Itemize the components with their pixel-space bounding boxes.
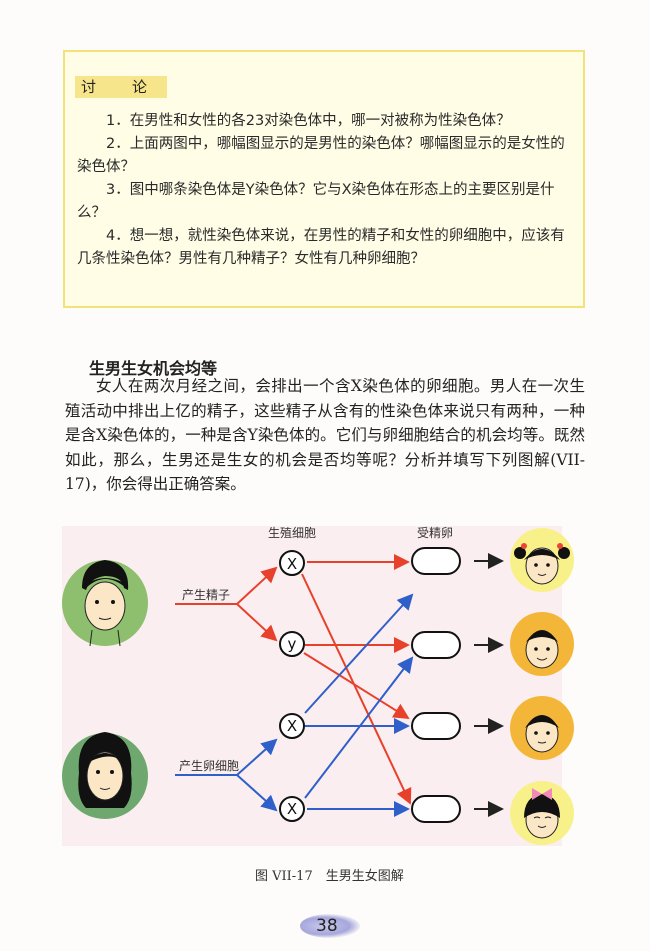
girl-pigtails-icon [510, 528, 574, 592]
body-paragraph: 女人在两次月经之间，会排出一个含X染色体的卵细胞。男人在一次生殖活动中排出上亿的… [65, 377, 585, 494]
body-text: 女人在两次月经之间，会排出一个含X染色体的卵细胞。男人在一次生殖活动中排出上亿的… [65, 374, 585, 497]
diagram-graphics: X y X X [62, 526, 574, 846]
sex-determination-diagram: X y X X [62, 518, 622, 863]
zygote-label: 受精卵 [417, 526, 454, 540]
boy-face-icon-2 [510, 696, 574, 760]
figure-caption: 图 VII-17 生男生女图解 [255, 869, 404, 884]
section-heading: 生男生女机会均等 [89, 359, 218, 378]
question-1: 1．在男性和女性的各23对染色体中，哪一对被称为性染色体？ [106, 113, 511, 129]
egg-label: 产生卵细胞 [179, 759, 240, 773]
germ-cell-y: y [288, 635, 297, 653]
page-number: 38 [300, 908, 360, 942]
question-list: 1．在男性和女性的各23对染色体中，哪一对被称为性染色体？ 2．上面两图中，哪幅… [77, 110, 573, 271]
question-2: 2．上面两图中，哪幅图显示的是男性的染色体？哪幅图显示的是女性的染色体？ [77, 136, 565, 175]
mother-face-icon [62, 732, 148, 819]
question-3: 3．图中哪条染色体是Y染色体？它与X染色体在形态上的主要区别是什么？ [77, 182, 555, 221]
discussion-box: 讨论 1．在男性和女性的各23对染色体中，哪一对被称为性染色体？ 2．上面两图中… [63, 50, 585, 308]
germ-cell-x3: X [287, 800, 297, 818]
sperm-label: 产生精子 [182, 588, 231, 602]
discussion-title: 讨论 [75, 76, 167, 98]
germ-cell-x1: X [287, 555, 297, 573]
father-face-icon [62, 560, 148, 647]
zygote-ovals [411, 547, 461, 823]
girl-bow-icon [510, 781, 574, 845]
boy-face-icon [510, 612, 574, 676]
germ-cell-circles [279, 550, 305, 822]
germ-cell-x2: X [287, 717, 297, 735]
germ-cells-label: 生殖细胞 [268, 526, 317, 540]
page-number-blob [300, 914, 360, 938]
diagram-background [62, 526, 562, 846]
question-4: 4．想一想，就性染色体来说，在男性的精子和女性的卵细胞中，应该有几条性染色体？男… [77, 228, 565, 267]
